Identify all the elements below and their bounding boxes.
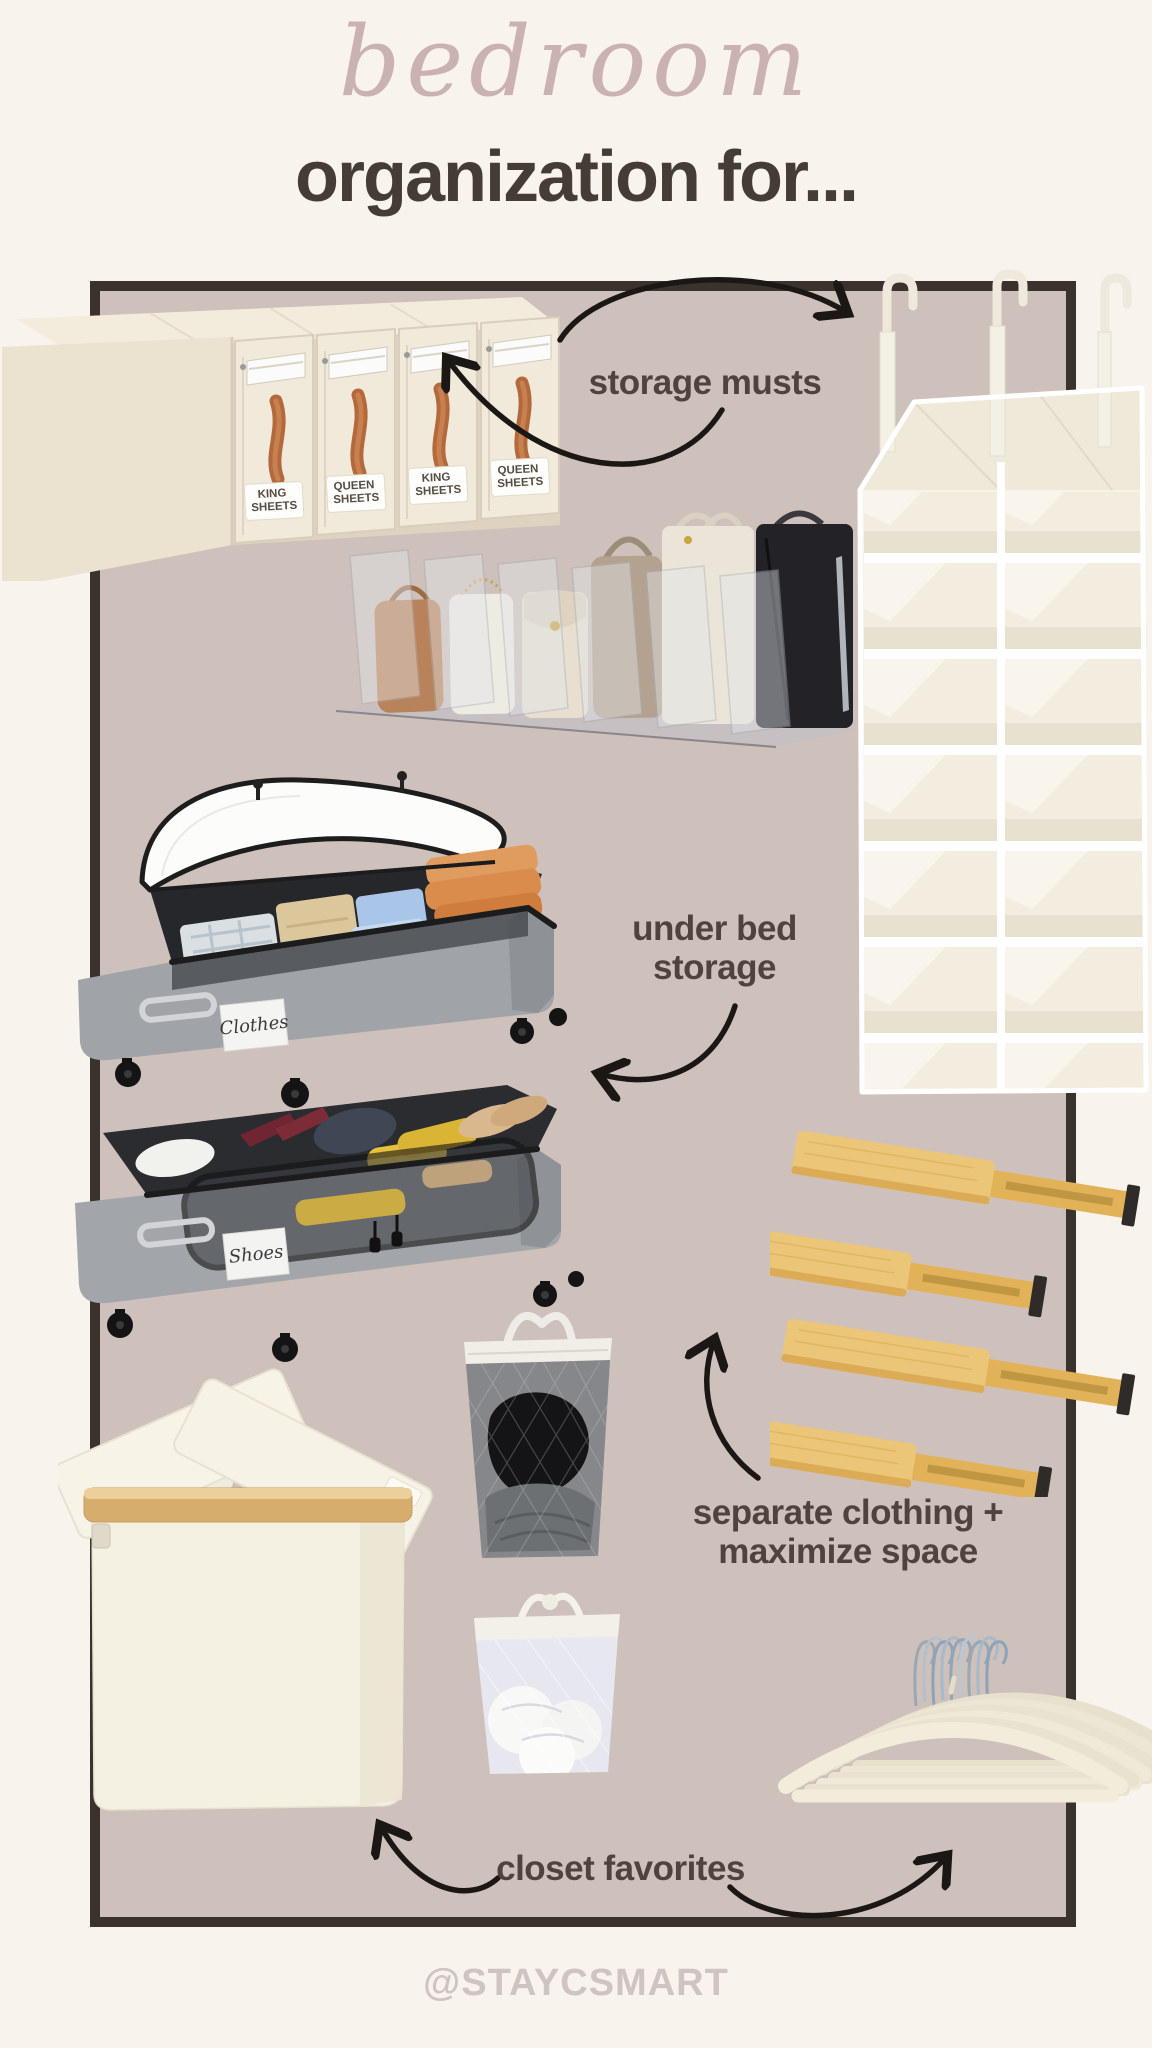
zipper-pulls	[369, 1215, 403, 1253]
handbags	[374, 510, 853, 728]
annotation-under-bed-storage: under bed storage	[612, 909, 817, 987]
box-label-4: QUEEN	[497, 463, 538, 477]
product-mesh-bag-darks	[464, 1311, 612, 1558]
annotation-line: maximize space	[718, 1531, 978, 1571]
product-laundry-hamper	[58, 1368, 433, 1811]
caster-wheels	[107, 1271, 584, 1362]
organizer-handle	[139, 992, 217, 1023]
clothes-label: Clothes	[219, 998, 290, 1052]
script-title: bedroom	[338, 6, 814, 118]
acrylic-dividers	[349, 549, 849, 735]
annotation-line: under bed	[632, 909, 797, 948]
bamboo-divider	[781, 1318, 1136, 1416]
product-mesh-bag-whites	[474, 1592, 620, 1774]
annotation-separate-clothing: separate clothing + maximize space	[683, 1493, 1013, 1571]
box-label-1: KING	[257, 487, 286, 500]
annotation-storage-musts: storage musts	[588, 363, 822, 402]
hanger-hooks	[913, 1636, 1008, 1707]
bamboo-divider	[791, 1130, 1141, 1227]
product-drawer-dividers	[770, 1130, 1141, 1497]
box-label-3: KING	[421, 471, 450, 484]
annotation-line: storage	[653, 947, 776, 987]
annotation-line: separate clothing +	[692, 1493, 1004, 1532]
bamboo-divider	[770, 1220, 1048, 1318]
social-handle: @STAYCSMART	[423, 1962, 729, 2004]
svg-text:KING SHEETS: KING SHEETS	[250, 487, 298, 514]
hanger-stack	[778, 1675, 1152, 1803]
svg-text:KING SHEETS: KING SHEETS	[414, 471, 462, 498]
svg-text:QUEEN SHEETS: QUEEN SHEETS	[496, 463, 544, 490]
bag-handles	[504, 1311, 576, 1344]
caster-wheels	[115, 1008, 567, 1108]
hamper-body	[91, 1507, 405, 1811]
annotation-closet-favorites: closet favorites	[496, 1849, 745, 1888]
product-purse-organizer	[336, 510, 859, 748]
organizer-handle	[137, 1217, 215, 1248]
product-underbed-clothes-organizer: Clothes	[78, 771, 567, 1108]
product-door-organizer	[857, 269, 1149, 1095]
product-underbed-shoes-organizer: Shoes	[75, 1085, 584, 1362]
product-velvet-hangers	[778, 1636, 1152, 1803]
svg-text:QUEEN SHEETS: QUEEN SHEETS	[332, 479, 380, 506]
hamper-latch	[91, 1523, 111, 1549]
open-clear-lid	[139, 777, 507, 893]
lid-latches	[253, 771, 407, 800]
bamboo-divider	[770, 1410, 1053, 1497]
box-label-2: QUEEN	[333, 479, 374, 493]
main-title: organization for...	[294, 137, 859, 217]
door-hooks	[882, 269, 1132, 385]
shoes-label: Shoes	[222, 1227, 290, 1281]
